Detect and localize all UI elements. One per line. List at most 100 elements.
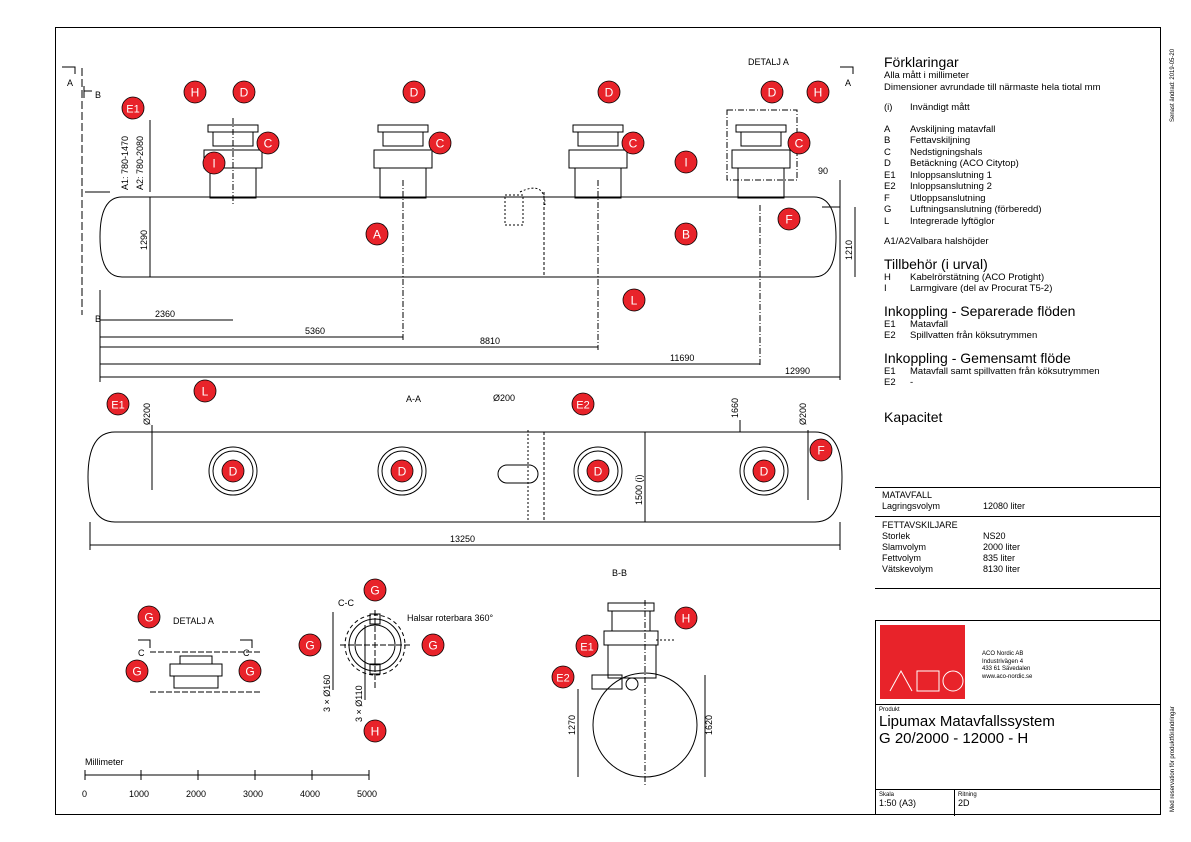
legend-key: C	[884, 146, 891, 158]
callout-letter: L	[202, 385, 209, 399]
legend-value: Avskiljning matavfall	[910, 123, 996, 135]
dim-1210: 1210	[844, 240, 854, 260]
callout-letter: E2	[556, 673, 569, 685]
dim-3x160: 3 × Ø160	[322, 675, 332, 712]
callout-g: G	[137, 605, 161, 629]
callout-i: I	[202, 151, 226, 175]
legend-value: Matavfall samt spillvatten från köksutry…	[910, 365, 1100, 377]
legend-row: E2-	[884, 377, 1154, 389]
dim-1290: 1290	[139, 230, 149, 250]
callout-d: D	[402, 80, 426, 104]
drawing-frame	[55, 27, 1161, 815]
callout-d: D	[597, 80, 621, 104]
riser-3	[568, 124, 628, 199]
callout-letter: D	[398, 465, 407, 479]
scale-tick-1000: 1000	[129, 789, 149, 799]
callout-e2: E2	[551, 665, 575, 689]
dim-2360: 2360	[155, 309, 175, 319]
callout-letter: G	[428, 639, 437, 653]
callout-a: A	[365, 222, 389, 246]
callout-letter: L	[631, 294, 638, 308]
kapacitet-key: Fettvolym	[882, 553, 922, 563]
kapacitet-value: 2000 liter	[983, 542, 1021, 552]
callout-letter: G	[370, 584, 379, 598]
tank-side-view	[99, 196, 837, 278]
section-b-bottom: B	[95, 314, 101, 324]
callout-letter: I	[212, 157, 215, 171]
legend-value: Larmgivare (del av Procurat T5-2)	[910, 283, 1053, 294]
cover-ring-2	[377, 446, 427, 496]
title-block: ACO Nordic AB Industrivägen 4 433 61 Säv…	[875, 620, 1161, 816]
callout-h: H	[183, 80, 207, 104]
legend-key: E1	[884, 318, 896, 330]
legend-key: D	[884, 158, 891, 169]
legend-key: A1/A2	[884, 236, 910, 247]
dim-13250: 13250	[450, 534, 475, 544]
company-line: 433 61 Sävedalen	[982, 666, 1031, 672]
callout-h: H	[674, 606, 698, 630]
callout-g: G	[421, 633, 445, 657]
callout-h: H	[363, 719, 387, 743]
callout-letter: I	[684, 156, 687, 170]
company-line: Industrivägen 4	[982, 658, 1024, 665]
produkt-label: Produkt	[879, 707, 900, 713]
callout-l: L	[193, 379, 217, 403]
legend-note-1: Alla mått i millimeter	[884, 70, 969, 81]
legend-key: A	[884, 123, 891, 135]
callout-letter: C	[629, 137, 638, 151]
legend-key: E1	[884, 365, 896, 377]
c-right-label: C	[243, 648, 250, 658]
kapacitet-key: Storlek	[882, 531, 911, 541]
callout-letter: C	[795, 137, 804, 151]
cc-title: C-C	[338, 598, 354, 608]
neck-section	[340, 610, 410, 690]
produkt-code: G 20/2000 - 12000 - H	[879, 730, 1029, 747]
callout-letter: E1	[111, 400, 124, 412]
dim-3x110: 3 × Ø110	[354, 685, 364, 722]
legend-key: B	[884, 135, 891, 146]
callout-letter: C	[436, 137, 445, 151]
legend-key: E2	[884, 181, 896, 192]
callout-e2: E2	[571, 392, 595, 416]
scale-tick-0: 0	[82, 789, 87, 799]
dim-11690: 11690	[670, 353, 694, 363]
ritning-value: 2D	[958, 798, 970, 808]
callout-letter: G	[245, 665, 254, 679]
callout-letter: C	[264, 137, 273, 151]
callout-e1: E1	[106, 392, 130, 416]
kapacitet-value: 8130 liter	[983, 564, 1021, 574]
callout-letter: G	[132, 665, 141, 679]
callout-letter: G	[305, 639, 314, 653]
legend-key: H	[884, 271, 891, 283]
scale-tick-3000: 3000	[243, 789, 263, 799]
legend-key: I	[884, 283, 887, 294]
tillbehor-title: Tillbehör (i urval)	[884, 255, 988, 272]
callout-g: G	[125, 659, 149, 683]
ritning-label: Ritning	[958, 792, 977, 798]
section-a-left: A	[67, 78, 73, 88]
matavfall-title: MATAVFALL	[882, 490, 933, 500]
dim-12990: 12990	[785, 366, 810, 376]
callout-c: C	[256, 131, 280, 155]
callout-letter: G	[144, 611, 153, 625]
aco-logo	[880, 625, 965, 699]
callout-letter: F	[817, 444, 824, 458]
callout-e1: E1	[575, 634, 599, 658]
company-line: www.aco-nordic.se	[982, 673, 1033, 680]
cover-ring-1	[208, 446, 258, 496]
kapacitet-key: Lagringsvolym	[882, 501, 941, 511]
cover-ring-3	[573, 446, 623, 496]
callout-d: D	[760, 80, 784, 104]
produkt-name: Lipumax Matavfallssystem	[879, 713, 1055, 730]
legend-key: (i)	[884, 102, 893, 113]
legend-row: I Larmgivare (del av Procurat T5-2)	[884, 283, 1154, 295]
callout-f: F	[777, 207, 801, 231]
